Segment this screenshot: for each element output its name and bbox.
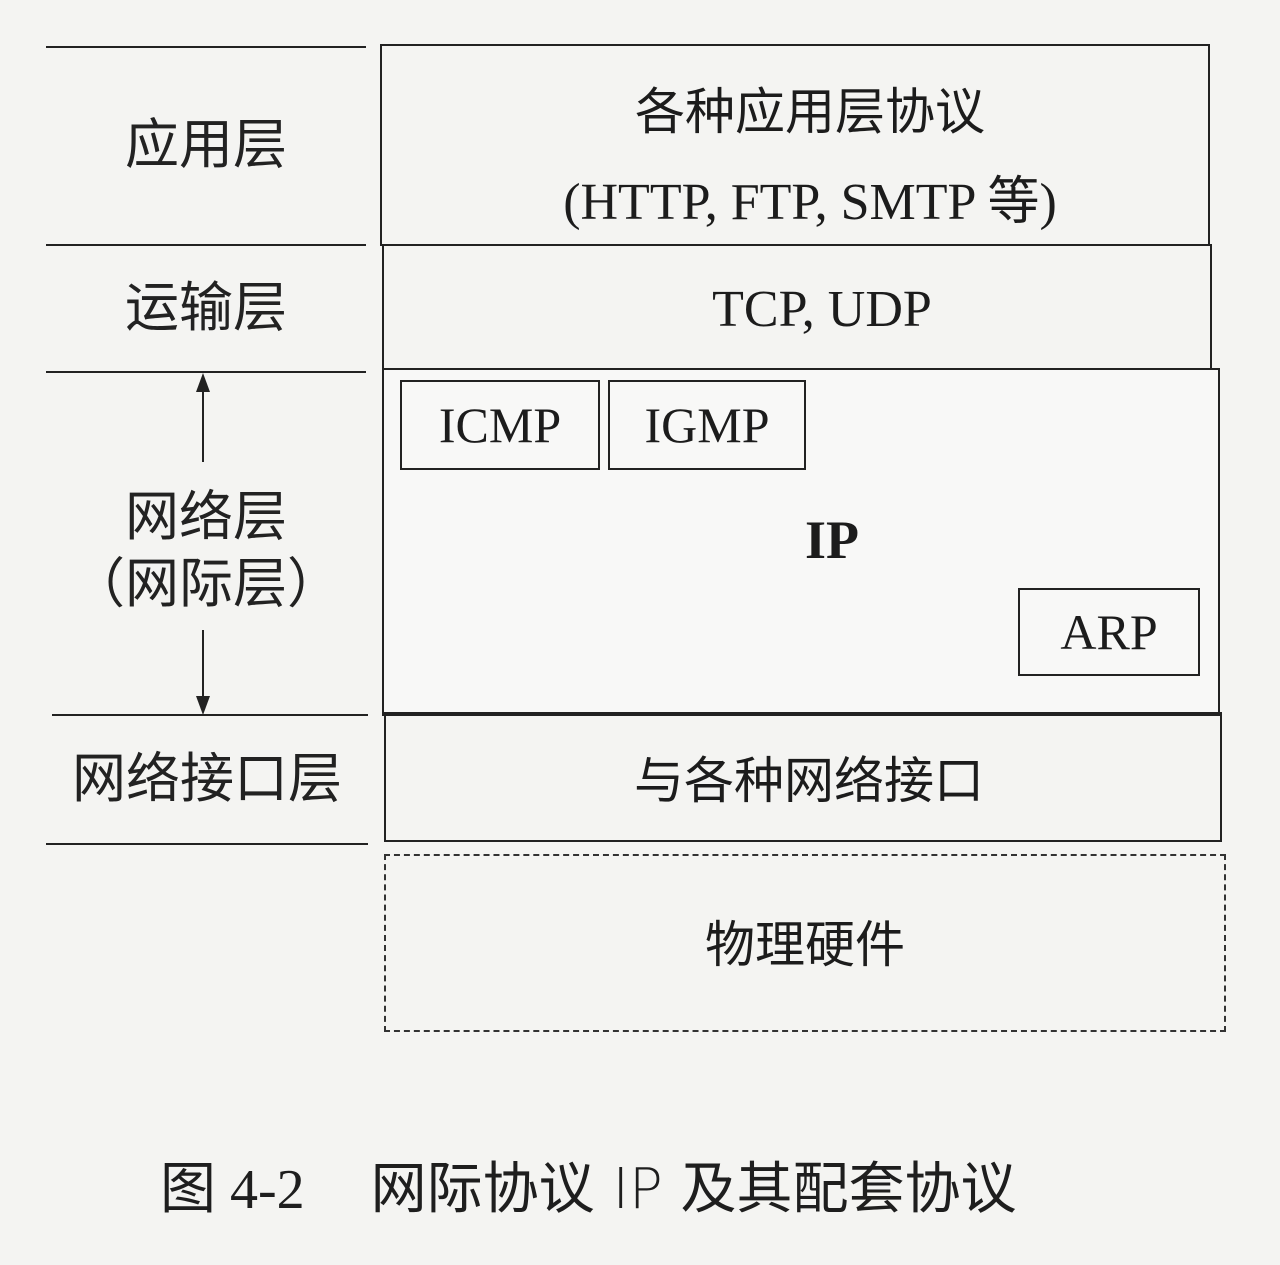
label-network-layer: 网络层 （网际层） xyxy=(46,470,366,630)
ip-layer-box xyxy=(382,368,1220,716)
label-application-layer: 应用层 xyxy=(46,60,366,230)
application-protocols-line2: (HTTP, FTP, SMTP 等) xyxy=(563,173,1057,231)
left-divider-top xyxy=(46,46,366,48)
label-network-layer-line1: 网络层 xyxy=(125,484,287,548)
left-divider-network-link xyxy=(52,714,368,716)
physical-hardware-box xyxy=(384,854,1226,1032)
left-divider-application-transport xyxy=(46,244,366,246)
label-transport-layer-text: 运输层 xyxy=(125,276,287,340)
arp-box: ARP xyxy=(1018,588,1200,676)
network-interface-box xyxy=(384,712,1222,842)
arp-label: ARP xyxy=(1060,604,1158,660)
figure-caption: 图 4-2 网际协议 IP 及其配套协议 xyxy=(160,1142,1160,1226)
arrow-down-icon xyxy=(196,696,210,715)
left-divider-bottom xyxy=(46,843,368,845)
label-network-layer-line2: （网际层） xyxy=(71,552,341,615)
figure-number: 图 4-2 xyxy=(160,1158,305,1221)
igmp-box: IGMP xyxy=(608,380,806,470)
label-application-layer-text: 应用层 xyxy=(125,113,287,177)
label-link-layer: 网络接口层 xyxy=(46,722,368,836)
network-layer-arrow xyxy=(192,372,214,716)
physical-hardware-text: 物理硬件 xyxy=(705,916,905,974)
figure-title: 网际协议 IP 及其配套协议 xyxy=(370,1156,1017,1222)
arrow-up-icon xyxy=(196,373,210,392)
application-protocols-line1: 各种应用层协议 xyxy=(635,83,985,141)
network-interface-text: 与各种网络接口 xyxy=(634,752,984,810)
arrow-shaft-top xyxy=(202,392,204,462)
icmp-label: ICMP xyxy=(438,397,562,453)
label-transport-layer: 运输层 xyxy=(46,252,366,364)
icmp-box: ICMP xyxy=(400,380,600,470)
transport-protocols-text: TCP, UDP xyxy=(712,280,932,338)
label-link-layer-text: 网络接口层 xyxy=(72,747,342,811)
igmp-label: IGMP xyxy=(644,397,770,453)
arrow-shaft-bottom xyxy=(202,630,204,696)
ip-label: IP xyxy=(805,510,859,570)
left-divider-transport-network xyxy=(46,371,366,373)
